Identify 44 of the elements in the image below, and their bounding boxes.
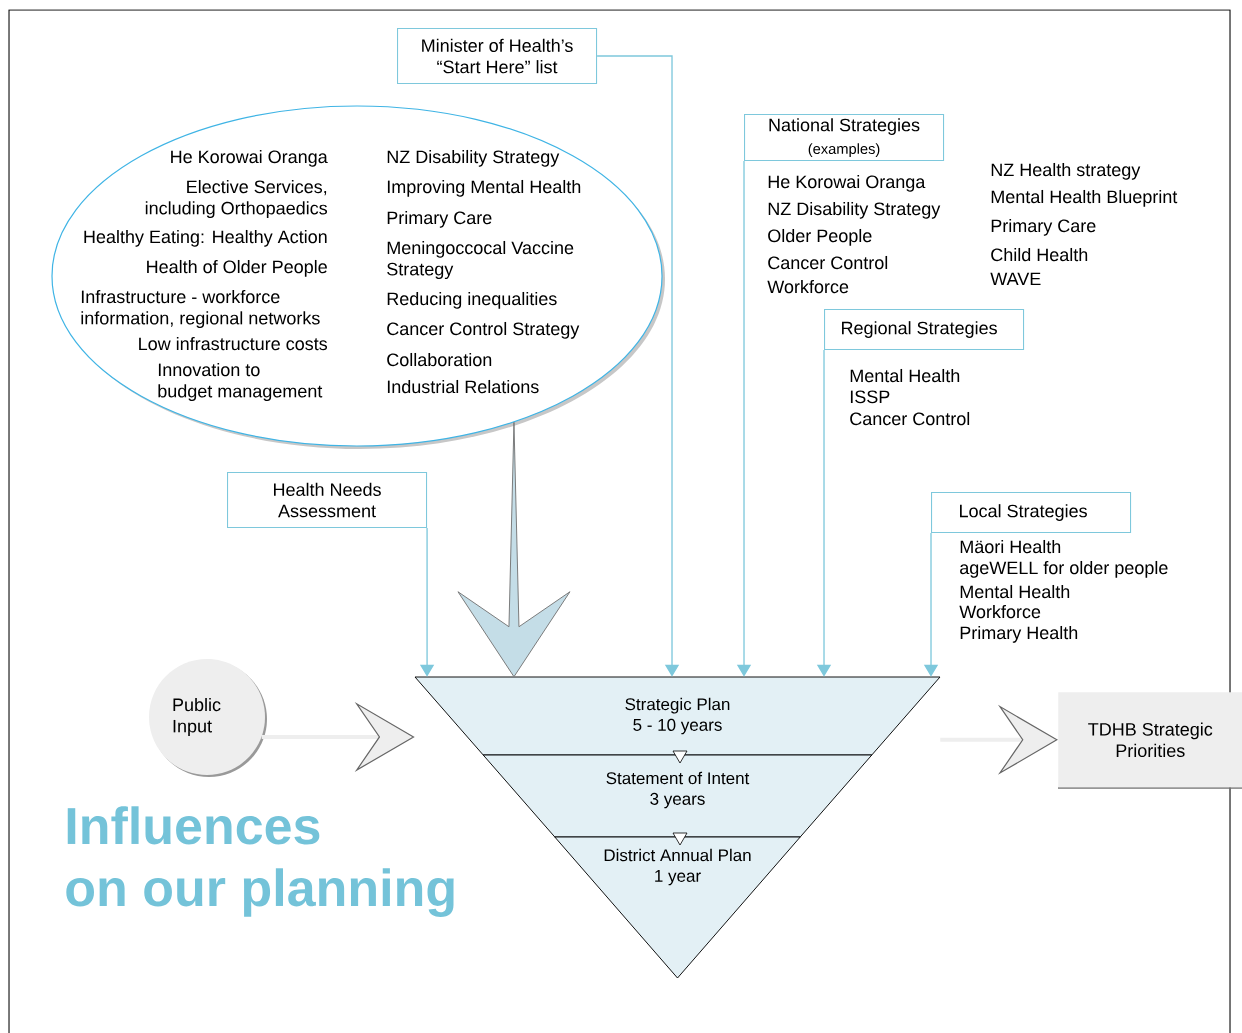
list-item: Healthy Eating: Healthy Action bbox=[84, 229, 327, 247]
list-item: Industrial Relations bbox=[387, 379, 539, 394]
list-item: Cancer Control Strategy bbox=[387, 321, 580, 339]
list-item: Mäori Health bbox=[960, 539, 1061, 554]
list-item: NZ Health strategy bbox=[991, 162, 1141, 180]
plan-band: District Annual Plan 1 year bbox=[554, 836, 801, 979]
plan-band: Statement of Intent 3 years bbox=[482, 754, 873, 838]
list-item: Primary Care bbox=[991, 218, 1096, 236]
title: Influences on our planning bbox=[66, 806, 454, 917]
list-item: Child Health bbox=[991, 247, 1088, 262]
list-item: Cancer Control bbox=[768, 255, 888, 270]
label-box: Local Strategies bbox=[931, 492, 1132, 534]
list-item: He Korowai Oranga bbox=[171, 149, 328, 167]
list-item: Primary Care bbox=[387, 210, 492, 228]
list-item: Collaboration bbox=[387, 352, 492, 367]
list-item: Improving Mental Health bbox=[387, 179, 581, 197]
list-item: Mental Health Blueprint bbox=[991, 189, 1178, 207]
list-item: Infrastructure - workforce information, regional networks bbox=[81, 289, 320, 329]
label-box: Minister of Health’s “Start Here” list bbox=[397, 28, 598, 85]
list-item: Workforce bbox=[959, 604, 1041, 619]
label-box: Health Needs Assessment bbox=[227, 472, 428, 529]
label-box: Regional Strategies bbox=[824, 309, 1025, 351]
plan-band: Strategic Plan 5 - 10 years bbox=[414, 676, 941, 756]
list-item: Primary Health bbox=[960, 625, 1078, 643]
list-item: Health of Older People bbox=[147, 259, 327, 277]
list-item: Mental Health bbox=[960, 584, 1070, 599]
list-item: ageWELL for older people bbox=[960, 560, 1168, 578]
list-item: Meningoccocal Vaccine Strategy bbox=[387, 240, 574, 280]
list-item: Low infrastructure costs bbox=[139, 336, 328, 351]
list-item: Mental Health bbox=[850, 368, 960, 383]
list-item: NZ Disability Strategy bbox=[768, 201, 941, 219]
list-item: He Korowai Oranga bbox=[768, 174, 926, 192]
list-item: Older People bbox=[768, 228, 872, 246]
list-item: Elective Services, including Orthopaedics bbox=[145, 179, 328, 219]
chevron-arrow bbox=[457, 421, 571, 678]
list-item: Cancer Control bbox=[850, 411, 970, 426]
list-item: NZ Disability Strategy bbox=[387, 149, 560, 167]
list-item: Innovation to budget management bbox=[158, 362, 323, 402]
arrow bbox=[596, 55, 680, 677]
list-item: Workforce bbox=[767, 279, 849, 294]
list-item: Reducing inequalities bbox=[387, 291, 557, 309]
list-item: WAVE bbox=[990, 272, 1041, 285]
list-item: ISSP bbox=[850, 390, 890, 404]
label-box: National Strategies (examples) bbox=[744, 114, 945, 162]
